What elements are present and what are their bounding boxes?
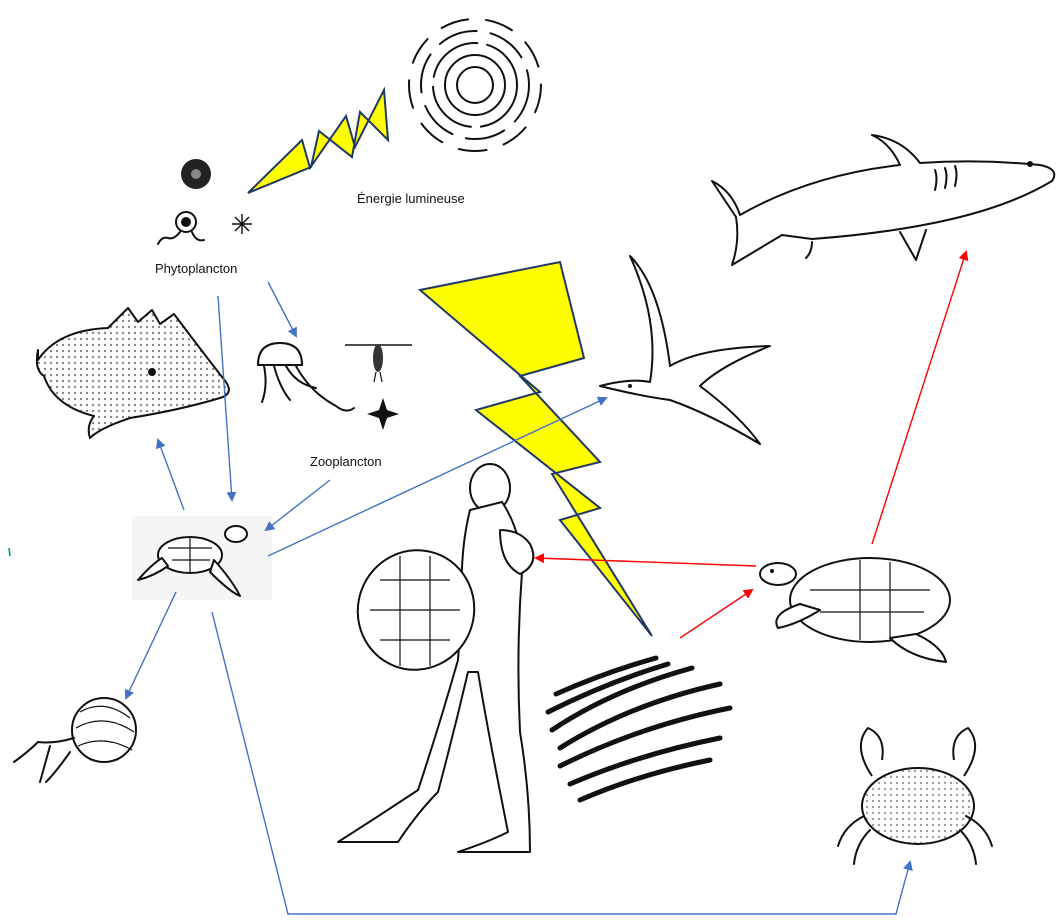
phytoplankton-icon bbox=[158, 159, 252, 244]
light-energy-label: Énergie lumineuse bbox=[357, 191, 465, 206]
sun-icon bbox=[409, 19, 541, 151]
zooplankton-label: Zooplancton bbox=[310, 454, 382, 469]
small-lightning-icon bbox=[248, 90, 388, 193]
arrow-adult-turtle-shark bbox=[872, 252, 966, 544]
arrow-juvenile-turtle-hermit-crab bbox=[126, 592, 176, 698]
crab-icon bbox=[838, 728, 992, 864]
seagrass-icon bbox=[548, 658, 730, 800]
juvenile-turtle-icon bbox=[132, 516, 272, 600]
arrow-zoo-juvenile-turtle bbox=[266, 480, 330, 530]
phytoplankton-label: Phytoplancton bbox=[155, 261, 237, 276]
grouper-icon bbox=[37, 308, 229, 438]
adult-turtle-icon bbox=[760, 558, 950, 662]
stray-green-mark bbox=[9, 548, 10, 556]
arrow-phyto-zoo bbox=[268, 282, 296, 336]
arrow-adult-turtle-diver bbox=[536, 558, 756, 566]
zooplankton-star-icon bbox=[367, 398, 399, 430]
seabird-icon bbox=[600, 256, 770, 444]
arrow-seagrass-adult-turtle bbox=[680, 590, 752, 638]
jellyfish-icon bbox=[258, 343, 354, 411]
shark-icon bbox=[712, 135, 1054, 265]
copepod-icon bbox=[345, 344, 412, 382]
diver-icon bbox=[338, 464, 533, 852]
arrow-juvenile-turtle-grouper bbox=[158, 440, 184, 510]
hermit-crab-icon bbox=[14, 698, 136, 782]
